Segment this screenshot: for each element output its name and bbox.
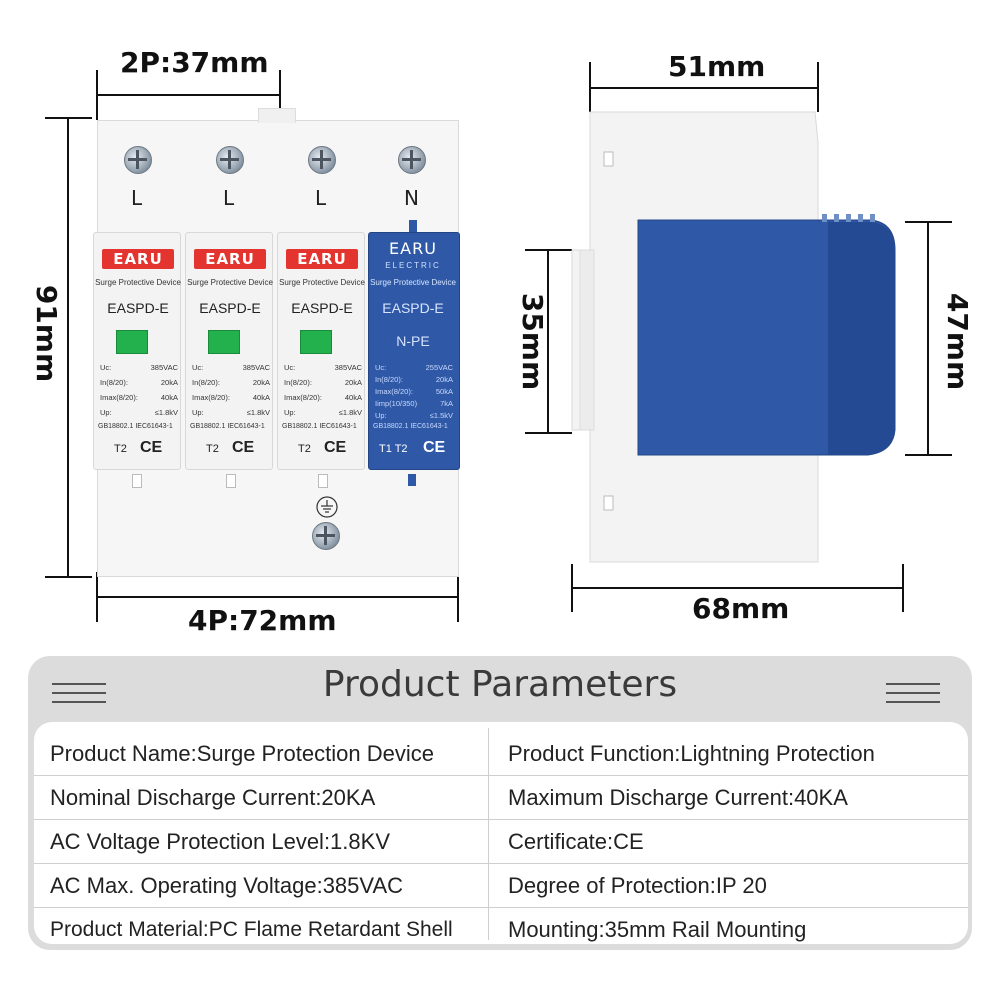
spec-row: Up:≤1.8kV [284,408,362,417]
dim-rail-height: 35mm [516,292,550,391]
parameters-title: Product Parameters [322,664,678,705]
terminal-label-l3: L [315,186,327,210]
param-right: Degree of Protection:IP 20 [508,873,767,898]
dim-depth-bottom: 68mm [692,592,790,625]
param-row: Product Material:PC Flame Retardant Shel… [34,908,968,952]
spd-module-2: EARU Surge Protective Device EASPD-E Uc:… [185,232,273,470]
spec-row: Uc:385VAC [192,363,270,372]
terminal-screw [216,146,244,174]
dim-2p-width: 2P:37mm [120,46,269,79]
module-mode: N-PE [396,333,430,349]
ce-mark: CE [232,439,255,456]
type-mark: T2 [114,443,127,455]
cert-standards: GB18802.1 IEC61643-1 [98,423,173,430]
spec-row: Imax(8/20):40kA [192,393,270,402]
device-side-view [571,111,896,563]
terminal-label-l2: L [223,186,235,210]
param-right: Maximum Discharge Current:40KA [508,785,848,810]
row-divider [34,775,968,776]
spec-row: Iimp(10/350)7kA [375,399,453,408]
param-row: Nominal Discharge Current:20KA Maximum D… [34,776,968,820]
module-description: Surge Protective Device [95,278,181,287]
param-left: Product Material:PC Flame Retardant Shel… [50,918,453,941]
ground-terminal-screw [312,522,340,550]
row-divider [34,907,968,908]
release-slot [226,474,236,488]
param-right: Product Function:Lightning Protection [508,741,875,766]
spec-row: In(8/20):20kA [192,378,270,387]
earu-logo: EARU [194,249,266,269]
dim-depth-top: 51mm [668,50,766,83]
spec-row: Up:≤1.5kV [375,411,453,420]
spec-row: Uc:385VAC [100,363,178,372]
n-terminal-marker [409,220,417,234]
status-indicator [116,330,148,354]
module-description: Surge Protective Device [370,278,456,287]
spec-row: In(8/20):20kA [284,378,362,387]
module-model: EASPD-E [199,300,261,316]
param-left: AC Voltage Protection Level:1.8KV [50,829,390,854]
terminal-screw [308,146,336,174]
spd-module-npe: EARU ELECTRIC Surge Protective Device EA… [368,232,460,470]
spd-module-3: EARU Surge Protective Device EASPD-E Uc:… [277,232,365,470]
param-row: Product Name:Surge Protection Device Pro… [34,732,968,776]
menu-lines-icon [886,683,940,703]
release-slot [132,474,142,488]
ground-icon [316,496,338,518]
ce-mark: CE [324,439,347,456]
row-divider [34,819,968,820]
terminal-screw [398,146,426,174]
spec-row: Imax(8/20):40kA [100,393,178,402]
spd-module-1: EARU Surge Protective Device EASPD-E Uc:… [93,232,181,470]
terminal-label-n: N [404,186,419,210]
param-left: AC Max. Operating Voltage:385VAC [50,873,404,898]
param-row: AC Max. Operating Voltage:385VAC Degree … [34,864,968,908]
spec-row: Up:≤1.8kV [192,408,270,417]
cert-standards: GB18802.1 IEC61643-1 [373,423,448,430]
ce-mark: CE [140,439,163,456]
param-left: Nominal Discharge Current:20KA [50,785,376,810]
param-row: AC Voltage Protection Level:1.8KV Certif… [34,820,968,864]
earu-logo: EARU [102,249,174,269]
spec-row: In(8/20):20kA [100,378,178,387]
din-clip-top [258,108,296,123]
module-description: Surge Protective Device [187,278,273,287]
type-mark: T1 T2 [379,443,408,455]
module-model: EASPD-E [107,300,169,316]
earu-logo: EARU [389,239,437,258]
dim-4p-width: 4P:72mm [188,604,337,637]
earu-logo: EARU [286,249,358,269]
cert-standards: GB18802.1 IEC61643-1 [190,423,265,430]
row-divider [34,863,968,864]
spec-row: Uc:385VAC [284,363,362,372]
status-indicator [208,330,240,354]
param-left: Product Name:Surge Protection Device [50,741,434,766]
earu-logo-sub: ELECTRIC [385,261,441,270]
spec-row: Uc:255VAC [375,363,453,372]
module-description: Surge Protective Device [279,278,365,287]
release-slot [408,474,416,486]
spec-row: Up:≤1.8kV [100,408,178,417]
spec-row: Imax(8/20):50kA [375,387,453,396]
module-model: EASPD-E [291,300,353,316]
spec-row: Imax(8/20):40kA [284,393,362,402]
terminal-screw [124,146,152,174]
release-slot [318,474,328,488]
spec-row: In(8/20):20kA [375,375,453,384]
dimension-lines [45,62,952,622]
cert-standards: GB18802.1 IEC61643-1 [282,423,357,430]
param-right: Mounting:35mm Rail Mounting [508,917,807,942]
param-right: Certificate:CE [508,829,644,854]
type-mark: T2 [206,443,219,455]
dim-height: 91mm [30,284,64,383]
dim-front-height: 47mm [941,292,975,391]
column-divider [488,728,489,940]
type-mark: T2 [298,443,311,455]
module-model: EASPD-E [382,300,444,316]
status-indicator [300,330,332,354]
menu-lines-icon [52,683,106,703]
ce-mark: CE [423,439,446,456]
terminal-label-l1: L [131,186,143,210]
